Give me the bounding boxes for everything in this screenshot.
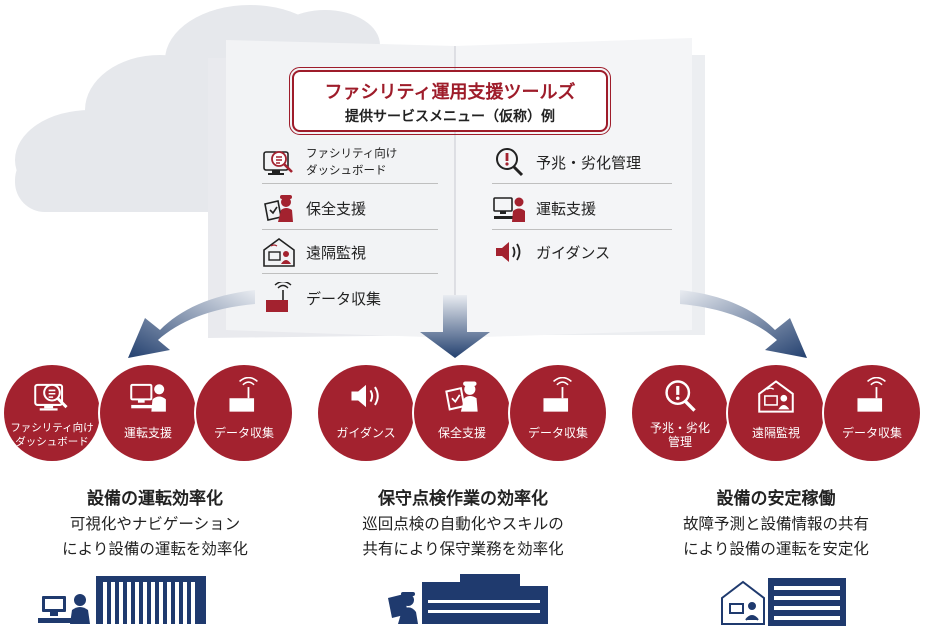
group3-title: 設備の安定稼働 [716, 489, 836, 509]
group2-description: 巡回点検の自動化やスキルの 共有により保守業務を効率化 [362, 515, 564, 558]
circle-label: データ収集 [527, 426, 588, 440]
arrow-right [680, 290, 807, 358]
group1-circle-operation-support: 運転支援 [100, 365, 196, 461]
menu-divider [262, 273, 438, 274]
menu-divider [492, 183, 672, 184]
arrow-left [128, 290, 255, 358]
tablet-worker-icon [445, 381, 478, 412]
circle-label: 予兆・劣化 管理 [649, 421, 710, 449]
antenna-icon [857, 377, 886, 412]
menu-item-maintenance: 保全支援 [262, 186, 438, 230]
cloud-shape [15, 5, 380, 212]
remote-monitor-icon [758, 380, 794, 413]
operator-pc-icon [130, 383, 166, 412]
magnifier-alert-icon [496, 148, 524, 177]
circle-label: ガイダンス [336, 426, 396, 440]
circle-label: 保全支援 [437, 426, 486, 440]
group2-title: 保守点検作業の効率化 [378, 489, 548, 509]
circle-label: データ収集 [213, 426, 274, 440]
tablet-worker-icon [264, 195, 293, 222]
arrow-center [420, 295, 490, 358]
menu-item-data-collection: データ収集 [262, 276, 438, 320]
tablet-worker-figure-2 [388, 592, 418, 624]
antenna-icon [266, 282, 292, 312]
menu-title: ファシリティ運用支援ツールズ [324, 82, 576, 103]
operator-pc-icon [493, 197, 525, 222]
circle-label: 遠隔監視 [751, 426, 800, 440]
group2-circle-maintenance: 保全支援 [414, 365, 510, 461]
menu-item-label: 保全支援 [306, 199, 367, 218]
menu-item-label: 予兆・劣化管理 [536, 153, 642, 172]
antenna-icon [543, 377, 572, 412]
magnifier-alert-icon [665, 380, 696, 412]
menu-title-box: ファシリティ運用支援ツールズ 提供サービスメニュー（仮称）例 [289, 67, 611, 135]
circle-label: 運転支援 [123, 426, 172, 440]
speaker-icon [496, 242, 521, 262]
dashboard-icon [263, 151, 293, 175]
menu-item-dashboard: ファシリティ向け ダッシュボード [262, 140, 438, 184]
factory-building-1 [96, 576, 206, 624]
menu-divider [492, 229, 672, 230]
group1-title: 設備の運転効率化 [87, 489, 223, 509]
group3-circle-remote-monitoring: 遠隔監視 [728, 365, 824, 461]
group3-circle-data-collection: データ収集 [824, 365, 920, 461]
menu-item-guidance: ガイダンス [492, 230, 672, 274]
menu-item-label: 遠隔監視 [306, 243, 367, 262]
menu-item-remote-monitoring: 遠隔監視 [262, 230, 438, 274]
group1-circle-data-collection: データ収集 [196, 365, 292, 461]
menu-item-label: データ収集 [306, 289, 382, 308]
circle-label: データ収集 [841, 426, 902, 440]
remote-monitor-icon [263, 238, 295, 267]
remote-monitor-house-3 [721, 580, 765, 625]
group3-description: 故障予測と設備情報の共有 により設備の運転を安定化 [682, 515, 869, 558]
menu-item-label: ガイダンス [536, 243, 611, 262]
office-building-3 [768, 578, 846, 626]
circle-label: ファシリティ向け ダッシュボード [10, 422, 94, 448]
group1-circle-dashboard: ファシリティ向け ダッシュボード [4, 365, 100, 461]
menu-divider [262, 229, 438, 230]
menu-subtitle: 提供サービスメニュー（仮称）例 [345, 109, 555, 125]
group2-circle-data-collection: データ収集 [510, 365, 606, 461]
dashboard-icon [34, 383, 68, 411]
menu-item-predictive: 予兆・劣化管理 [492, 140, 672, 184]
group1-description: 可視化やナビゲーション により設備の運転を効率化 [62, 515, 248, 558]
operator-pc-figure-1 [38, 594, 90, 624]
group2-circle-guidance: ガイダンス [318, 365, 414, 461]
menu-divider [262, 183, 438, 184]
speaker-icon [351, 384, 379, 408]
menu-item-operation-support: 運転支援 [492, 186, 672, 230]
antenna-icon [229, 377, 258, 412]
menu-item-label: 運転支援 [536, 199, 597, 218]
factory-building-2 [422, 574, 548, 624]
menu-item-label: ファシリティ向け ダッシュボード [306, 146, 398, 177]
group3-circle-predictive: 予兆・劣化 管理 [632, 365, 728, 461]
